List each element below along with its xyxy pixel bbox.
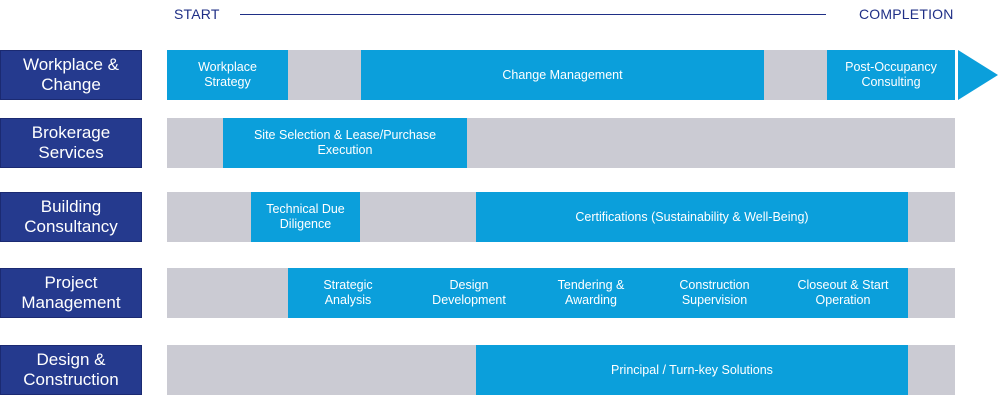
completion-label: COMPLETION [859, 6, 954, 22]
row-label-design-construction: Design &Construction [0, 345, 142, 395]
segment-principal-turn-key-solutions: Principal / Turn-key Solutions [476, 345, 908, 395]
timeline-arrow-icon [958, 50, 998, 100]
start-label: START [174, 6, 220, 22]
row-label-workplace-change: Workplace &Change [0, 50, 142, 100]
row-track: Principal / Turn-key Solutions [167, 345, 955, 395]
segment-change-management: Change Management [361, 50, 764, 100]
segment-tendering-awarding: Tendering &Awarding [531, 268, 651, 318]
segment-certifications-sustainability-well-being: Certifications (Sustainability & Well-Be… [476, 192, 908, 242]
timeline-line [240, 14, 826, 15]
